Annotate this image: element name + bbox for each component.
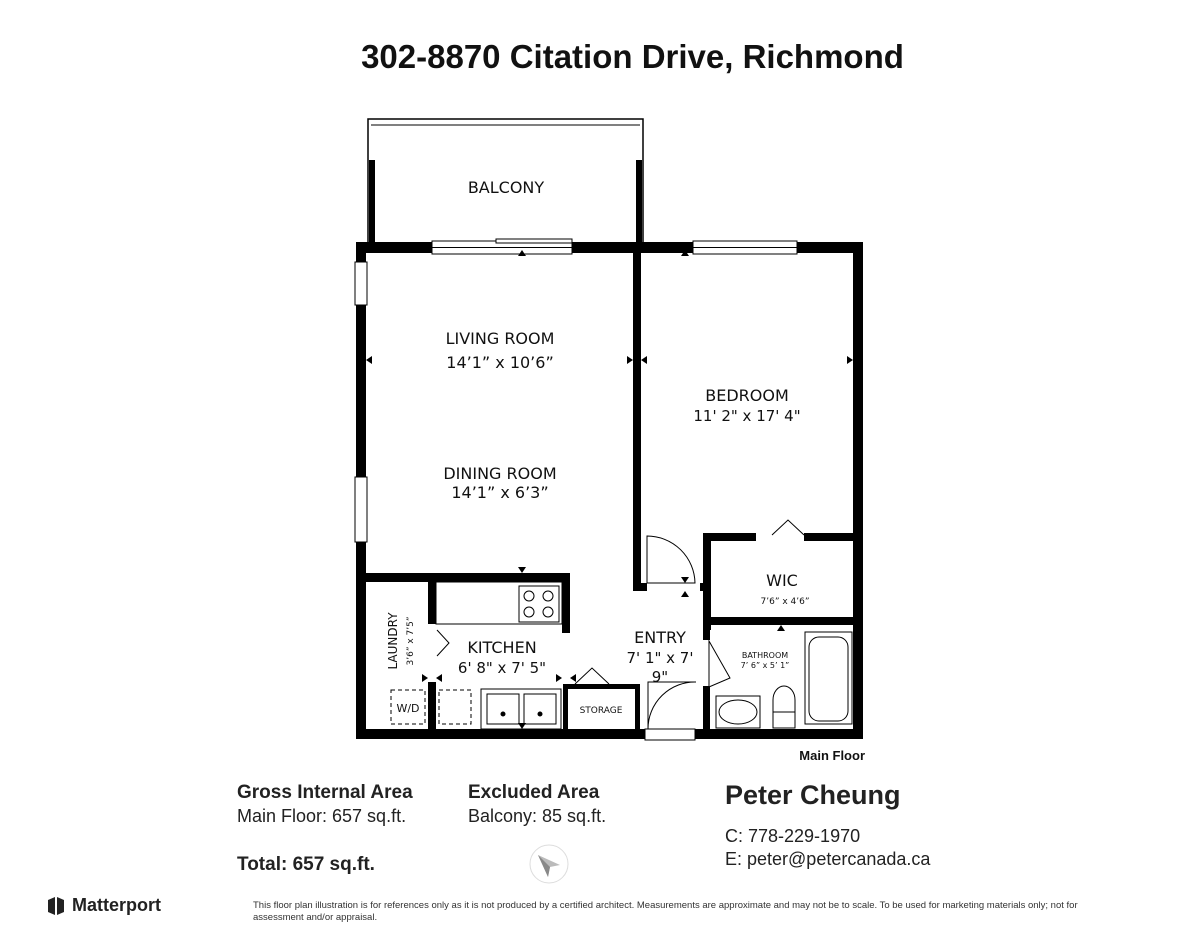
entry-dims-line1: 7' 1" x 7'	[627, 649, 694, 667]
floor-label: Main Floor	[799, 748, 865, 763]
kitchen-dims: 6' 8" x 7' 5"	[458, 659, 546, 677]
excluded-area-balcony: Balcony: 85 sq.ft.	[468, 806, 607, 826]
dimension-markers	[366, 250, 853, 729]
dining-room-label: DINING ROOM	[443, 464, 556, 483]
balcony	[367, 118, 644, 243]
entry-dims-line2: 9"	[652, 668, 668, 686]
brand-name: Matterport	[72, 895, 161, 915]
compass-icon	[529, 844, 569, 884]
excluded-area-heading: Excluded Area	[468, 782, 600, 803]
disclaimer: This floor plan illustration is for refe…	[253, 900, 1078, 923]
bedroom-label: BEDROOM	[705, 386, 789, 405]
gross-area-main: Main Floor: 657 sq.ft.	[237, 806, 407, 826]
windows-and-doors	[354, 238, 798, 741]
gross-area-heading: Gross Internal Area	[237, 782, 413, 803]
entry-label: ENTRY	[634, 628, 686, 647]
fixtures	[390, 519, 853, 730]
wd-label: W/D	[396, 702, 419, 715]
interior-walls	[362, 250, 858, 734]
matterport-logo-icon	[48, 896, 64, 915]
living-room-dims: 14’1” x 10’6”	[446, 353, 553, 372]
total-area: Total: 657 sq.ft.	[237, 854, 375, 875]
agent-phone: C: 778-229-1970	[725, 826, 861, 846]
agent-name: Peter Cheung	[725, 780, 901, 810]
laundry-label: LAUNDRY	[386, 612, 400, 670]
agent-email: E: peter@petercanada.ca	[725, 849, 931, 869]
brand-logo: Matterport	[46, 895, 161, 916]
kitchen-label: KITCHEN	[467, 638, 536, 657]
living-room-label: LIVING ROOM	[446, 329, 555, 348]
storage-label: STORAGE	[580, 706, 623, 716]
bedroom-dims: 11' 2" x 17' 4"	[693, 407, 800, 425]
bathroom-dims: 7’ 6” x 5’ 1”	[741, 661, 790, 670]
dining-room-dims: 14’1” x 6’3”	[451, 483, 548, 502]
page-title: 302-8870 Citation Drive, Richmond	[361, 38, 904, 75]
room-labels: BALCONY LIVING ROOM 14’1” x 10’6” DINING…	[386, 178, 865, 763]
bathroom-label: BATHROOM	[742, 651, 788, 660]
laundry-dims: 3’6” x 7’5”	[406, 617, 416, 666]
wic-dims: 7’6” x 4’6”	[761, 597, 810, 607]
balcony-label: BALCONY	[468, 178, 545, 197]
wic-label: WIC	[766, 571, 798, 590]
